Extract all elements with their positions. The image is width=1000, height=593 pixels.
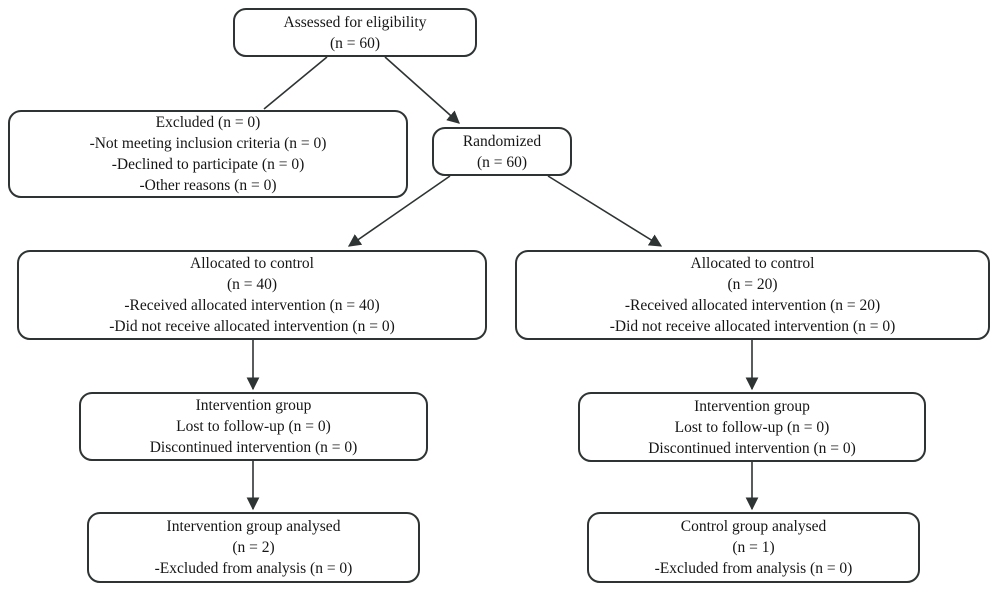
edge-randomized-allocated-left [347,175,451,247]
edge-eligibility-excluded [263,56,328,110]
box-line: -Other reasons (n = 0) [139,177,277,194]
box-line: Assessed for eligibility [283,13,427,31]
box-line: Excluded (n = 0) [155,114,261,131]
box-excluded: Excluded (n = 0) -Not meeting inclusion … [8,110,408,198]
box-assessed-eligibility: Assessed for eligibility (n = 60) [233,8,477,57]
box-line: -Received allocated intervention (n = 20… [624,297,881,314]
box-allocated-right: Allocated to control (n = 20) -Received … [515,250,990,340]
edge-eligibility-randomized [384,56,460,124]
box-line: Lost to follow-up (n = 0) [176,418,331,435]
box-line: Lost to follow-up (n = 0) [674,418,830,436]
box-line: (n = 1) [732,539,775,556]
box-line: Control group analysed [680,518,827,535]
box-line: Intervention group [195,397,312,414]
box-line: Intervention group analysed [166,518,341,535]
box-line: (n = 20) [727,276,778,293]
box-analysed-left: Intervention group analysed (n = 2) -Exc… [87,512,420,583]
box-line: Discontinued intervention (n = 0) [149,439,358,456]
box-followup-left: Intervention group Lost to follow-up (n … [79,392,428,461]
box-line: (n = 60) [476,153,528,171]
box-analysed-right: Control group analysed (n = 1) -Excluded… [587,512,920,583]
box-line: Allocated to control [190,255,314,272]
edge-randomized-allocated-right [547,175,663,247]
box-line: -Received allocated intervention (n = 40… [124,297,380,314]
box-randomized: Randomized (n = 60) [432,127,572,176]
box-line: -Excluded from analysis (n = 0) [154,560,353,577]
box-line: Discontinued intervention (n = 0) [648,439,856,457]
box-line: -Did not receive allocated intervention … [109,318,395,335]
box-line: -Did not receive allocated intervention … [609,318,896,335]
box-line: -Not meeting inclusion criteria (n = 0) [89,135,327,152]
box-line: (n = 60) [329,34,381,52]
box-line: -Excluded from analysis (n = 0) [654,560,853,577]
box-line: (n = 40) [226,276,278,293]
box-line: Allocated to control [690,255,815,272]
box-line: -Declined to participate (n = 0) [111,156,305,173]
box-line: Intervention group [694,397,810,415]
box-followup-right: Intervention group Lost to follow-up (n … [578,392,926,462]
box-allocated-left: Allocated to control (n = 40) -Received … [17,250,487,340]
box-line: Randomized [462,132,542,150]
box-line: (n = 2) [232,539,275,556]
